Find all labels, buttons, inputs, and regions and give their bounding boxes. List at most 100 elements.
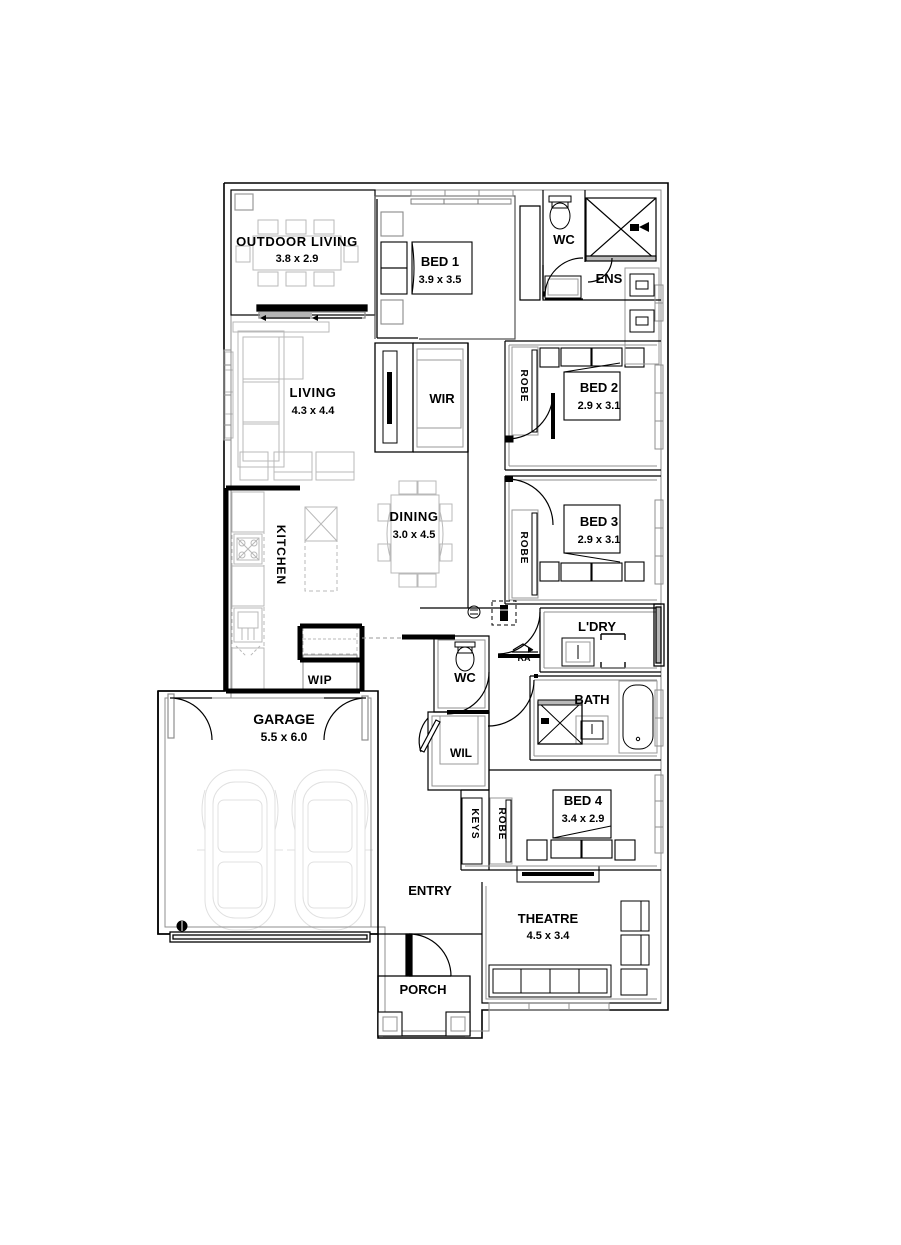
bed2-wall-thin [508, 344, 657, 467]
room-name: WIL [450, 746, 472, 760]
room-label-ens: ENS [596, 271, 623, 286]
room-name: LIVING [290, 385, 337, 400]
kitchen-island [304, 506, 338, 592]
room-name: PORCH [400, 982, 447, 997]
bath-walls [529, 675, 661, 761]
bed1-window [410, 198, 512, 205]
bath-thin [533, 679, 657, 757]
ldry-thin [543, 611, 657, 669]
wip-walls [297, 623, 365, 691]
room-name: WC [454, 670, 476, 685]
room-label-robe-bed4: ROBE [496, 808, 507, 841]
porch-posts [377, 1011, 471, 1037]
garage-car-right [287, 769, 373, 931]
ldry-fixtures [561, 633, 626, 669]
room-name: WIR [429, 391, 455, 406]
room-label-wc-ens: WC [553, 232, 575, 247]
room-name: ENTRY [408, 883, 452, 898]
living-window-left [223, 349, 232, 441]
door-arc-bed2 [506, 392, 555, 440]
room-name: KEYS [469, 808, 480, 839]
bed4-robe [489, 797, 513, 865]
ens-shower [585, 197, 657, 262]
room-name: BED 2 [580, 380, 618, 395]
room-label-bed-4: BED 4 3.4 x 2.9 [562, 793, 605, 825]
room-name: L'DRY [578, 619, 616, 634]
room-label-bed-2: BED 2 2.9 x 3.1 [578, 380, 621, 412]
bed1-furniture [380, 211, 473, 325]
room-label-wip: WIP [308, 673, 332, 687]
room-name: BATH [574, 692, 609, 707]
room-name: GARAGE [253, 711, 314, 727]
window-right-ldry [653, 603, 665, 667]
room-dimensions: 3.4 x 2.9 [562, 813, 605, 825]
bed1-walls-dark [376, 199, 418, 339]
garage-door [169, 931, 371, 943]
bed3-wall-thin [508, 479, 657, 601]
room-name: OUTDOOR LIVING [236, 234, 358, 249]
sliding-door-outdoor [256, 304, 368, 321]
room-label-bath: BATH [574, 692, 609, 707]
door-jamb-bed2 [504, 435, 514, 443]
main-wc-toilet [454, 641, 476, 672]
bed3-robe [511, 509, 539, 599]
room-name: RA [518, 653, 531, 663]
room-dimensions: 3.9 x 3.5 [419, 274, 462, 286]
bed4-furniture [526, 789, 636, 861]
window-right-bath [654, 689, 664, 747]
main-wc-thin [437, 639, 486, 709]
room-dimensions: 3.0 x 4.5 [393, 529, 436, 541]
window-right-bed3 [654, 499, 664, 585]
door-arc-wc-ens [542, 257, 584, 297]
room-label-ra: RA [518, 653, 531, 663]
room-name: BED 1 [421, 254, 459, 269]
ens-vanity-1 [544, 275, 582, 299]
room-label-bed-1: BED 1 3.9 x 3.5 [419, 254, 462, 286]
bath-fixtures [537, 680, 658, 754]
window-right-ens [654, 284, 664, 322]
room-label-entry: ENTRY [408, 883, 452, 898]
window-right-bed2 [654, 364, 664, 450]
window-right-bed4 [654, 774, 664, 854]
room-name: THEATRE [518, 911, 579, 926]
dining-furniture [377, 480, 453, 588]
bed3-furniture [539, 504, 645, 582]
room-name: BED 4 [564, 793, 603, 808]
wir-walls [374, 342, 469, 453]
door-arc-bath [487, 674, 538, 727]
room-name: BED 3 [580, 514, 618, 529]
room-label-dining: DINING 3.0 x 4.5 [389, 509, 438, 541]
room-label-bed-3: BED 32.9 x 3.1 [578, 514, 621, 546]
room-dimensions: 2.9 x 3.1 [578, 400, 621, 412]
furniture-layer [197, 195, 660, 998]
room-dimensions: 3.8 x 2.9 [276, 253, 319, 265]
theatre-thin [485, 886, 657, 1000]
garage-car-left [197, 769, 283, 931]
room-name: ROBE [518, 532, 529, 565]
room-name: DINING [389, 509, 438, 524]
outdoor-dining-furniture [235, 219, 359, 287]
garage-door-arc-right [323, 695, 369, 741]
room-name: ENS [596, 271, 623, 286]
door-arc-bed3 [505, 476, 554, 526]
walls-layer [157, 182, 669, 1039]
door-arc-wil [418, 717, 441, 753]
window-top-bed1 [410, 189, 514, 197]
room-label-kitchen: KITCHEN [274, 525, 288, 585]
door-arc-ldry [497, 611, 541, 658]
room-name: KITCHEN [274, 525, 288, 585]
room-label-wir: WIR [429, 391, 455, 406]
window-theatre-bottom [488, 1002, 610, 1011]
room-label-outdoor-living: OUTDOOR LIVING 3.8 x 2.9 [236, 234, 358, 265]
garage-door-arc-left [167, 693, 213, 741]
hall-walls [420, 452, 505, 609]
room-name: ROBE [496, 808, 507, 841]
room-name: WIP [308, 673, 332, 687]
